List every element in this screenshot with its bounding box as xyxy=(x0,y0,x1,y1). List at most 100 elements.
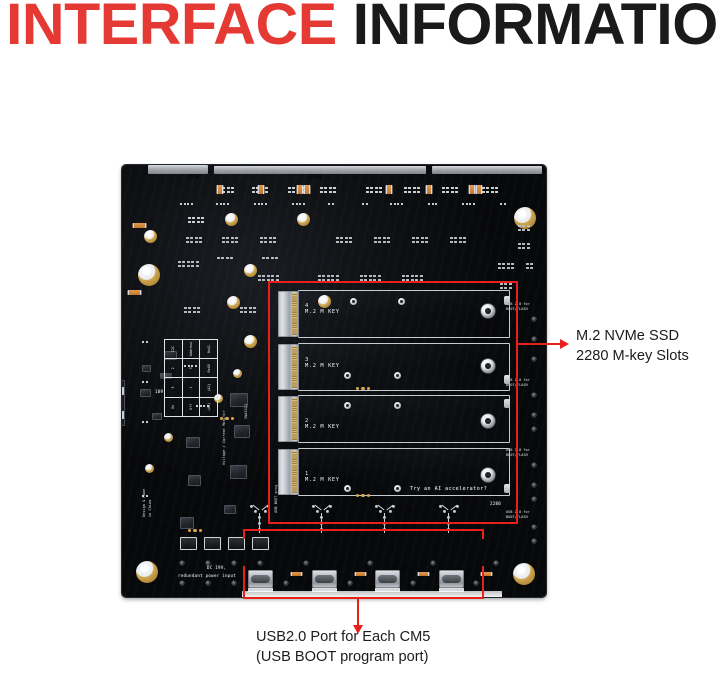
left-edge-pad xyxy=(122,411,124,419)
m2-slot-1-label: 1 M.2 M KEY xyxy=(305,471,340,484)
m2-callout-line2: 2280 M-key Slots xyxy=(576,347,689,364)
via-pad xyxy=(145,464,154,473)
m2-slot-2-label: 2 M.2 M KEY xyxy=(305,418,340,431)
mounting-hole xyxy=(297,213,310,226)
m2-standoff xyxy=(481,304,495,318)
mounting-hole xyxy=(514,207,536,229)
m2-side-pad xyxy=(504,375,510,384)
usb-callout: USB2.0 Port for Each CM5 (USB BOOT progr… xyxy=(256,628,430,667)
page-title: INTERFACE INFORMATION xyxy=(6,0,720,56)
m2-standoff xyxy=(481,359,495,373)
m2-side-pad xyxy=(504,399,510,408)
ic-chip xyxy=(234,425,250,438)
m2-slot-3-label: 3 M.2 M KEY xyxy=(305,357,340,370)
capacitor xyxy=(129,290,140,295)
usb-c-port-3[interactable] xyxy=(375,570,400,592)
usb-bracket-connector xyxy=(243,529,484,532)
top-shield-mid xyxy=(214,166,426,174)
edge-notch xyxy=(318,174,322,179)
ic-chip xyxy=(142,365,151,372)
capacitor xyxy=(134,223,145,228)
ic-chip xyxy=(164,351,177,360)
mounting-hole xyxy=(513,563,535,585)
m2-connector xyxy=(278,396,299,442)
usb-bracket-connector-right xyxy=(482,529,485,539)
left-edge-connector xyxy=(122,380,125,426)
m2-slot-4[interactable]: 4 M.2 M KEY xyxy=(278,290,510,338)
silkscreen-origin-2: in China xyxy=(148,499,152,517)
ic-chip xyxy=(224,505,236,514)
ic-chip xyxy=(230,393,248,407)
top-shield-left xyxy=(148,165,208,174)
m2-callout-leader xyxy=(518,343,562,346)
m2-slot-outline xyxy=(298,343,510,391)
diode xyxy=(204,537,221,550)
m2-slot-1[interactable]: 1 M.2 M KEY Try an AI accelerator? xyxy=(278,448,510,498)
ic-chip xyxy=(186,437,200,448)
diode xyxy=(228,537,245,550)
screw-pad xyxy=(394,372,401,379)
m2-slot-outline xyxy=(298,290,510,338)
capacitor xyxy=(298,185,302,194)
diode xyxy=(180,537,197,550)
board-photo: USB 2.0 for BOOT/FLASH USB 2.0 for BOOT/… xyxy=(118,160,548,600)
screw-pad xyxy=(398,298,405,305)
edge-notch xyxy=(308,174,319,179)
mounting-hole xyxy=(244,264,257,277)
capacitor xyxy=(477,185,481,194)
mounting-hole xyxy=(227,296,240,309)
silkscreen-power-2: redundant power input xyxy=(178,573,237,578)
ic-chip xyxy=(230,465,247,479)
m2-callout-line1: M.2 NVMe SSD xyxy=(576,328,679,344)
ic-chip xyxy=(152,413,162,420)
ic-chip xyxy=(180,517,194,529)
m2-slot-3[interactable]: 3 M.2 M KEY xyxy=(278,343,510,391)
m2-connector xyxy=(278,291,299,337)
mounting-hole xyxy=(144,230,157,243)
usb-c-port-1[interactable] xyxy=(248,570,273,592)
m2-connector xyxy=(278,449,299,495)
capacitor xyxy=(259,185,263,194)
screw-pad xyxy=(344,372,351,379)
m2-side-pad xyxy=(504,484,510,493)
capacitor xyxy=(356,572,365,576)
mounting-hole xyxy=(136,561,158,583)
mounting-hole xyxy=(244,335,257,348)
silkscreen-ina-part: INA3221 xyxy=(244,403,248,419)
capacitor xyxy=(419,572,428,576)
usb-bracket-connector-left xyxy=(243,529,246,539)
edge-notch xyxy=(188,174,199,179)
m2-callout: M.2 NVMe SSD 2280 M-key Slots xyxy=(576,327,689,366)
diode xyxy=(252,537,269,550)
usb-c-port-4[interactable] xyxy=(439,570,464,592)
mounting-hole xyxy=(225,213,238,226)
m2-slot-outline xyxy=(298,395,510,443)
silkscreen-size-marker: 2280 xyxy=(490,501,502,506)
m2-connector xyxy=(278,344,299,390)
page-title-rest: INFORMATION xyxy=(336,0,720,57)
mounting-hole xyxy=(318,295,331,308)
arrow-right-icon xyxy=(560,339,569,349)
ic-chip xyxy=(188,475,201,486)
capacitor xyxy=(482,572,491,576)
capacitor xyxy=(305,185,309,194)
capacitor xyxy=(218,185,222,194)
via-pad xyxy=(164,433,173,442)
pcb-substrate: USB 2.0 for BOOT/FLASH USB 2.0 for BOOT/… xyxy=(122,165,546,597)
usb-callout-line2: (USB BOOT program port) xyxy=(256,648,429,665)
screw-pad xyxy=(394,485,401,492)
silkscreen-ref: 109 xyxy=(155,389,164,394)
m2-slot-group-highlight xyxy=(268,281,518,524)
edge-notch xyxy=(428,174,439,179)
m2-slot-2[interactable]: 2 M.2 M KEY xyxy=(278,395,510,443)
arrow-down-icon xyxy=(353,625,363,634)
screw-pad xyxy=(344,402,351,409)
left-edge-pad xyxy=(122,387,124,395)
capacitor xyxy=(470,185,474,194)
inductor xyxy=(160,373,172,379)
screw-pad xyxy=(350,298,357,305)
m2-standoff xyxy=(481,468,495,482)
usb-callout-leader xyxy=(357,599,360,627)
usb-c-port-2[interactable] xyxy=(312,570,337,592)
